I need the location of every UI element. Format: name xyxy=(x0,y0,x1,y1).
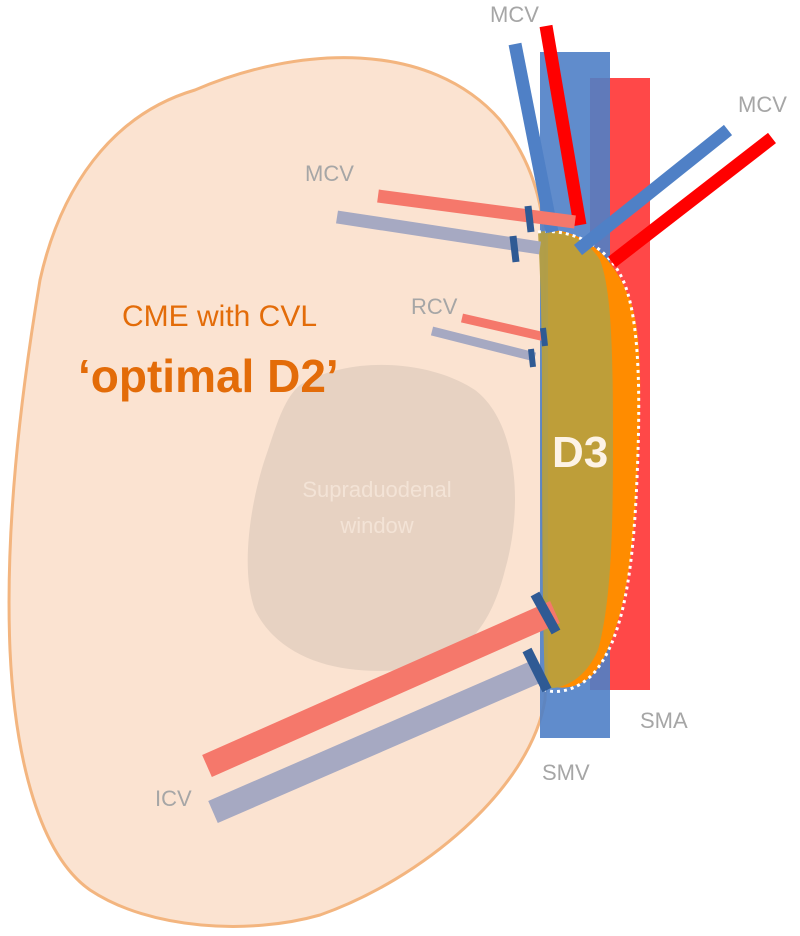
ligature-mcv-lower xyxy=(509,235,520,263)
label-mcv-top: MCV xyxy=(490,2,539,27)
mcv-top-vein xyxy=(508,42,559,234)
rcv-vein xyxy=(430,326,537,362)
ligature-icv-lower xyxy=(522,647,552,693)
label-d3: D3 xyxy=(552,428,608,477)
rcv-artery xyxy=(460,313,547,342)
icv-vein xyxy=(208,658,545,824)
mcv-left-vein xyxy=(336,210,541,255)
label-cme-with-cvl: CME with CVL xyxy=(122,300,317,333)
ligature-mcv-upper xyxy=(524,205,535,233)
mcv-right-vein xyxy=(573,124,733,256)
icv-artery xyxy=(202,601,560,777)
label-optimal-d2: ‘optimal D2’ xyxy=(78,350,339,402)
ligature-rcv-lower xyxy=(528,348,536,368)
mcv-right-artery xyxy=(608,132,776,268)
label-mcv-right: MCV xyxy=(738,92,787,117)
label-window-line2: window xyxy=(339,513,413,538)
d3-dotted-border xyxy=(537,229,641,694)
label-rcv: RCV xyxy=(411,294,458,319)
mcv-left-artery xyxy=(377,189,576,229)
d3-region-olive xyxy=(538,231,613,689)
mcv-top-artery xyxy=(539,24,587,227)
label-sma: SMA xyxy=(640,708,688,733)
label-mcv-left: MCV xyxy=(305,161,354,186)
ligature-rcv-upper xyxy=(540,327,548,347)
supraduodenal-window xyxy=(247,364,515,671)
label-window-line1: Supraduodenal xyxy=(302,477,451,502)
ligature-icv-upper xyxy=(530,591,561,635)
label-smv: SMV xyxy=(542,760,590,785)
label-icv: ICV xyxy=(155,786,192,811)
